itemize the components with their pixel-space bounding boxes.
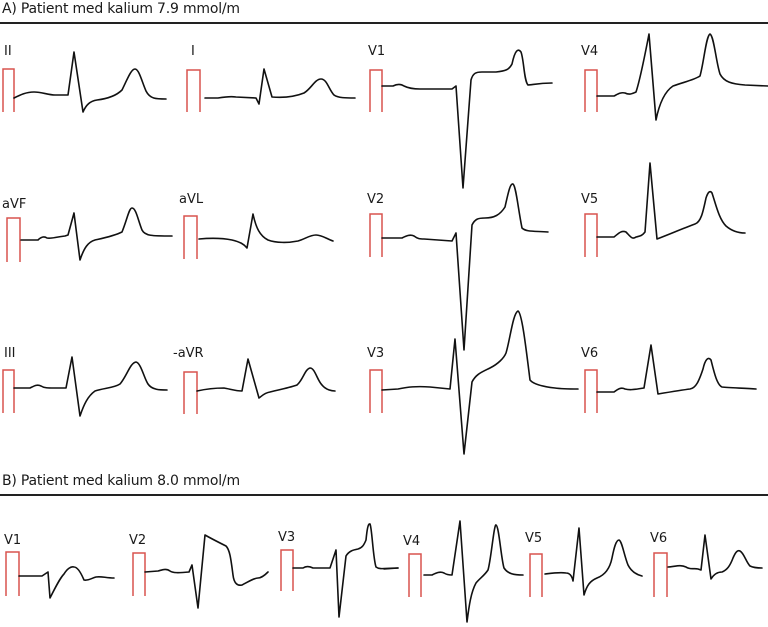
lead-label-a-III: III: [4, 346, 16, 361]
ecg-lead-a-II: [2, 51, 167, 113]
section-b-title: B) Patient med kalium 8.0 mmol/m: [2, 473, 240, 489]
ecg-lead-a-V5: [584, 162, 746, 257]
lead-label-a-aVF: aVF: [2, 197, 27, 212]
ecg-lead-a-aVL: [183, 213, 334, 259]
ecg-lead-a-V1: [369, 49, 553, 189]
lead-label-a-V4: V4: [581, 44, 599, 59]
lead-label-a-V1: V1: [368, 44, 386, 59]
lead-label-a-I: I: [191, 44, 195, 59]
ecg-lead-b-V1: [5, 551, 115, 599]
lead-label-b-V3: V3: [278, 530, 296, 545]
ecg-lead-b-V6: [653, 534, 763, 597]
lead-label-a-neg-aVR: -aVR: [173, 346, 204, 361]
lead-label-b-V1: V1: [4, 533, 22, 548]
lead-label-a-aVL: aVL: [179, 192, 204, 207]
section-a-divider: [0, 22, 768, 24]
ecg-lead-b-V5: [529, 527, 643, 597]
lead-label-b-V2: V2: [129, 533, 147, 548]
ecg-lead-a-V4: [584, 33, 768, 121]
lead-label-b-V4: V4: [403, 534, 421, 549]
ecg-lead-b-V4: [383, 520, 524, 623]
lead-label-b-V6: V6: [650, 531, 668, 546]
ecg-lead-a-V3: [369, 310, 579, 455]
ecg-lead-b-V2: [132, 534, 269, 609]
ecg-lead-a-I: [186, 68, 356, 112]
lead-label-a-V5: V5: [581, 192, 599, 207]
lead-label-b-V5: V5: [525, 531, 543, 546]
lead-label-a-V3: V3: [367, 346, 385, 361]
ecg-lead-b-V3: [280, 523, 399, 618]
ecg-lead-a-neg-aVR: [183, 358, 336, 414]
lead-label-a-V2: V2: [367, 192, 385, 207]
ecg-lead-a-V6: [584, 344, 757, 413]
ecg-lead-a-III: [2, 356, 168, 417]
section-b-divider: [0, 494, 768, 496]
lead-label-a-II: II: [4, 44, 12, 59]
lead-label-a-V6: V6: [581, 346, 599, 361]
ecg-lead-a-aVF: [6, 207, 173, 262]
section-a-title: A) Patient med kalium 7.9 mmol/m: [2, 1, 240, 17]
ecg-lead-a-V2: [369, 183, 549, 351]
